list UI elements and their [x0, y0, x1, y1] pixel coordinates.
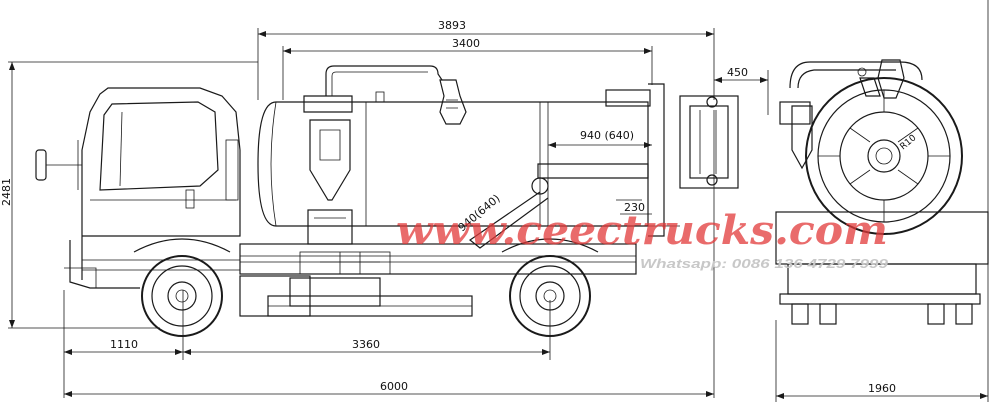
dim-230-label: 230 — [624, 201, 645, 214]
truck-cab — [35, 87, 241, 289]
dim-940-640-label: 940 (640) — [580, 129, 634, 142]
dim-2481-label: 2481 — [0, 178, 13, 206]
radius-label: R10 — [899, 133, 919, 152]
dim-3400-label: 3400 — [452, 37, 480, 50]
watermark-website: www.ceectrucks.com — [396, 207, 888, 254]
dim-3360-label: 3360 — [352, 338, 380, 351]
truck-chassis — [82, 209, 637, 317]
dim-1110-label: 1110 — [110, 338, 138, 351]
vacuum-tank — [257, 65, 739, 249]
watermark-whatsapp: Whatsapp: 0086 136 4729 7999 — [640, 256, 889, 271]
rear-view — [775, 59, 989, 325]
rear-wheel — [501, 238, 599, 337]
dim-1960-label: 1960 — [868, 382, 896, 395]
front-wheel — [133, 238, 231, 337]
dimension-lines — [8, 0, 989, 402]
dim-450-label: 450 — [727, 66, 748, 79]
dim-6000-label: 6000 — [380, 380, 408, 393]
dim-3893-label: 3893 — [438, 19, 466, 32]
